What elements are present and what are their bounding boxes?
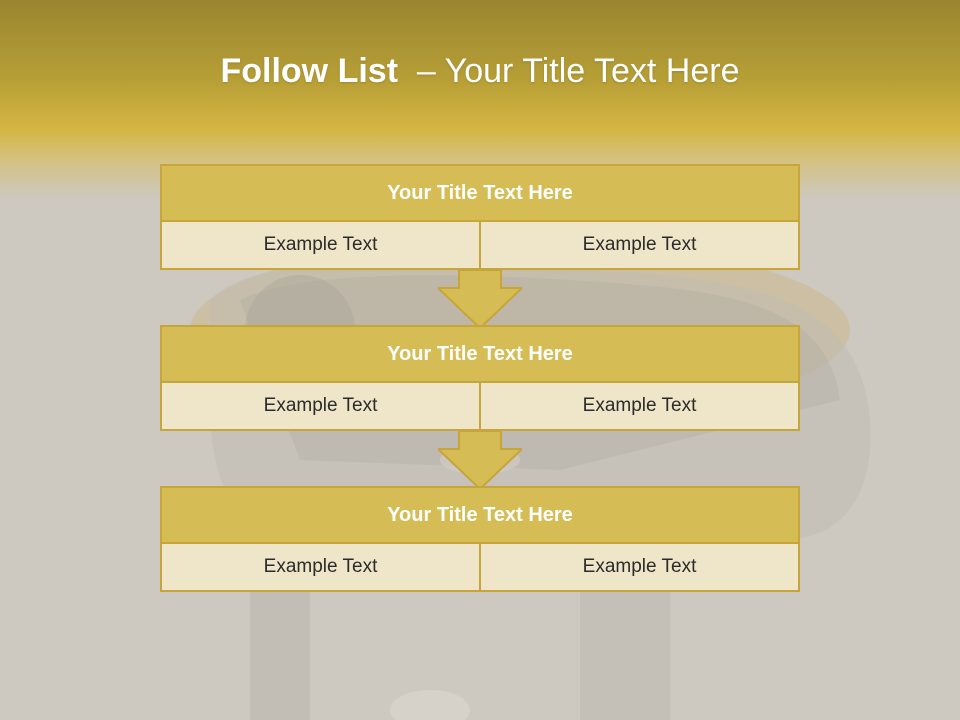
block-cell: Example Text (479, 222, 798, 268)
slide-title-rest: – Your Title Text Here (398, 52, 740, 90)
block-title: Your Title Text Here (162, 488, 798, 544)
block-cell: Example Text (479, 383, 798, 429)
block-cell: Example Text (479, 544, 798, 590)
block-title: Your Title Text Here (162, 166, 798, 222)
list-block: Your Title Text Here Example Text Exampl… (160, 325, 800, 431)
down-arrow-icon (438, 431, 522, 491)
down-arrow-icon (438, 270, 522, 330)
slide-title-strong: Follow List (220, 52, 399, 90)
block-cell: Example Text (162, 544, 479, 590)
list-block: Your Title Text Here Example Text Exampl… (160, 486, 800, 592)
block-row: Example Text Example Text (162, 544, 798, 590)
block-title: Your Title Text Here (162, 327, 798, 383)
block-cell: Example Text (162, 222, 479, 268)
block-row: Example Text Example Text (162, 383, 798, 429)
slide-title: Follow List – Your Title Text Here (0, 52, 960, 91)
list-block: Your Title Text Here Example Text Exampl… (160, 164, 800, 270)
block-row: Example Text Example Text (162, 222, 798, 268)
block-cell: Example Text (162, 383, 479, 429)
